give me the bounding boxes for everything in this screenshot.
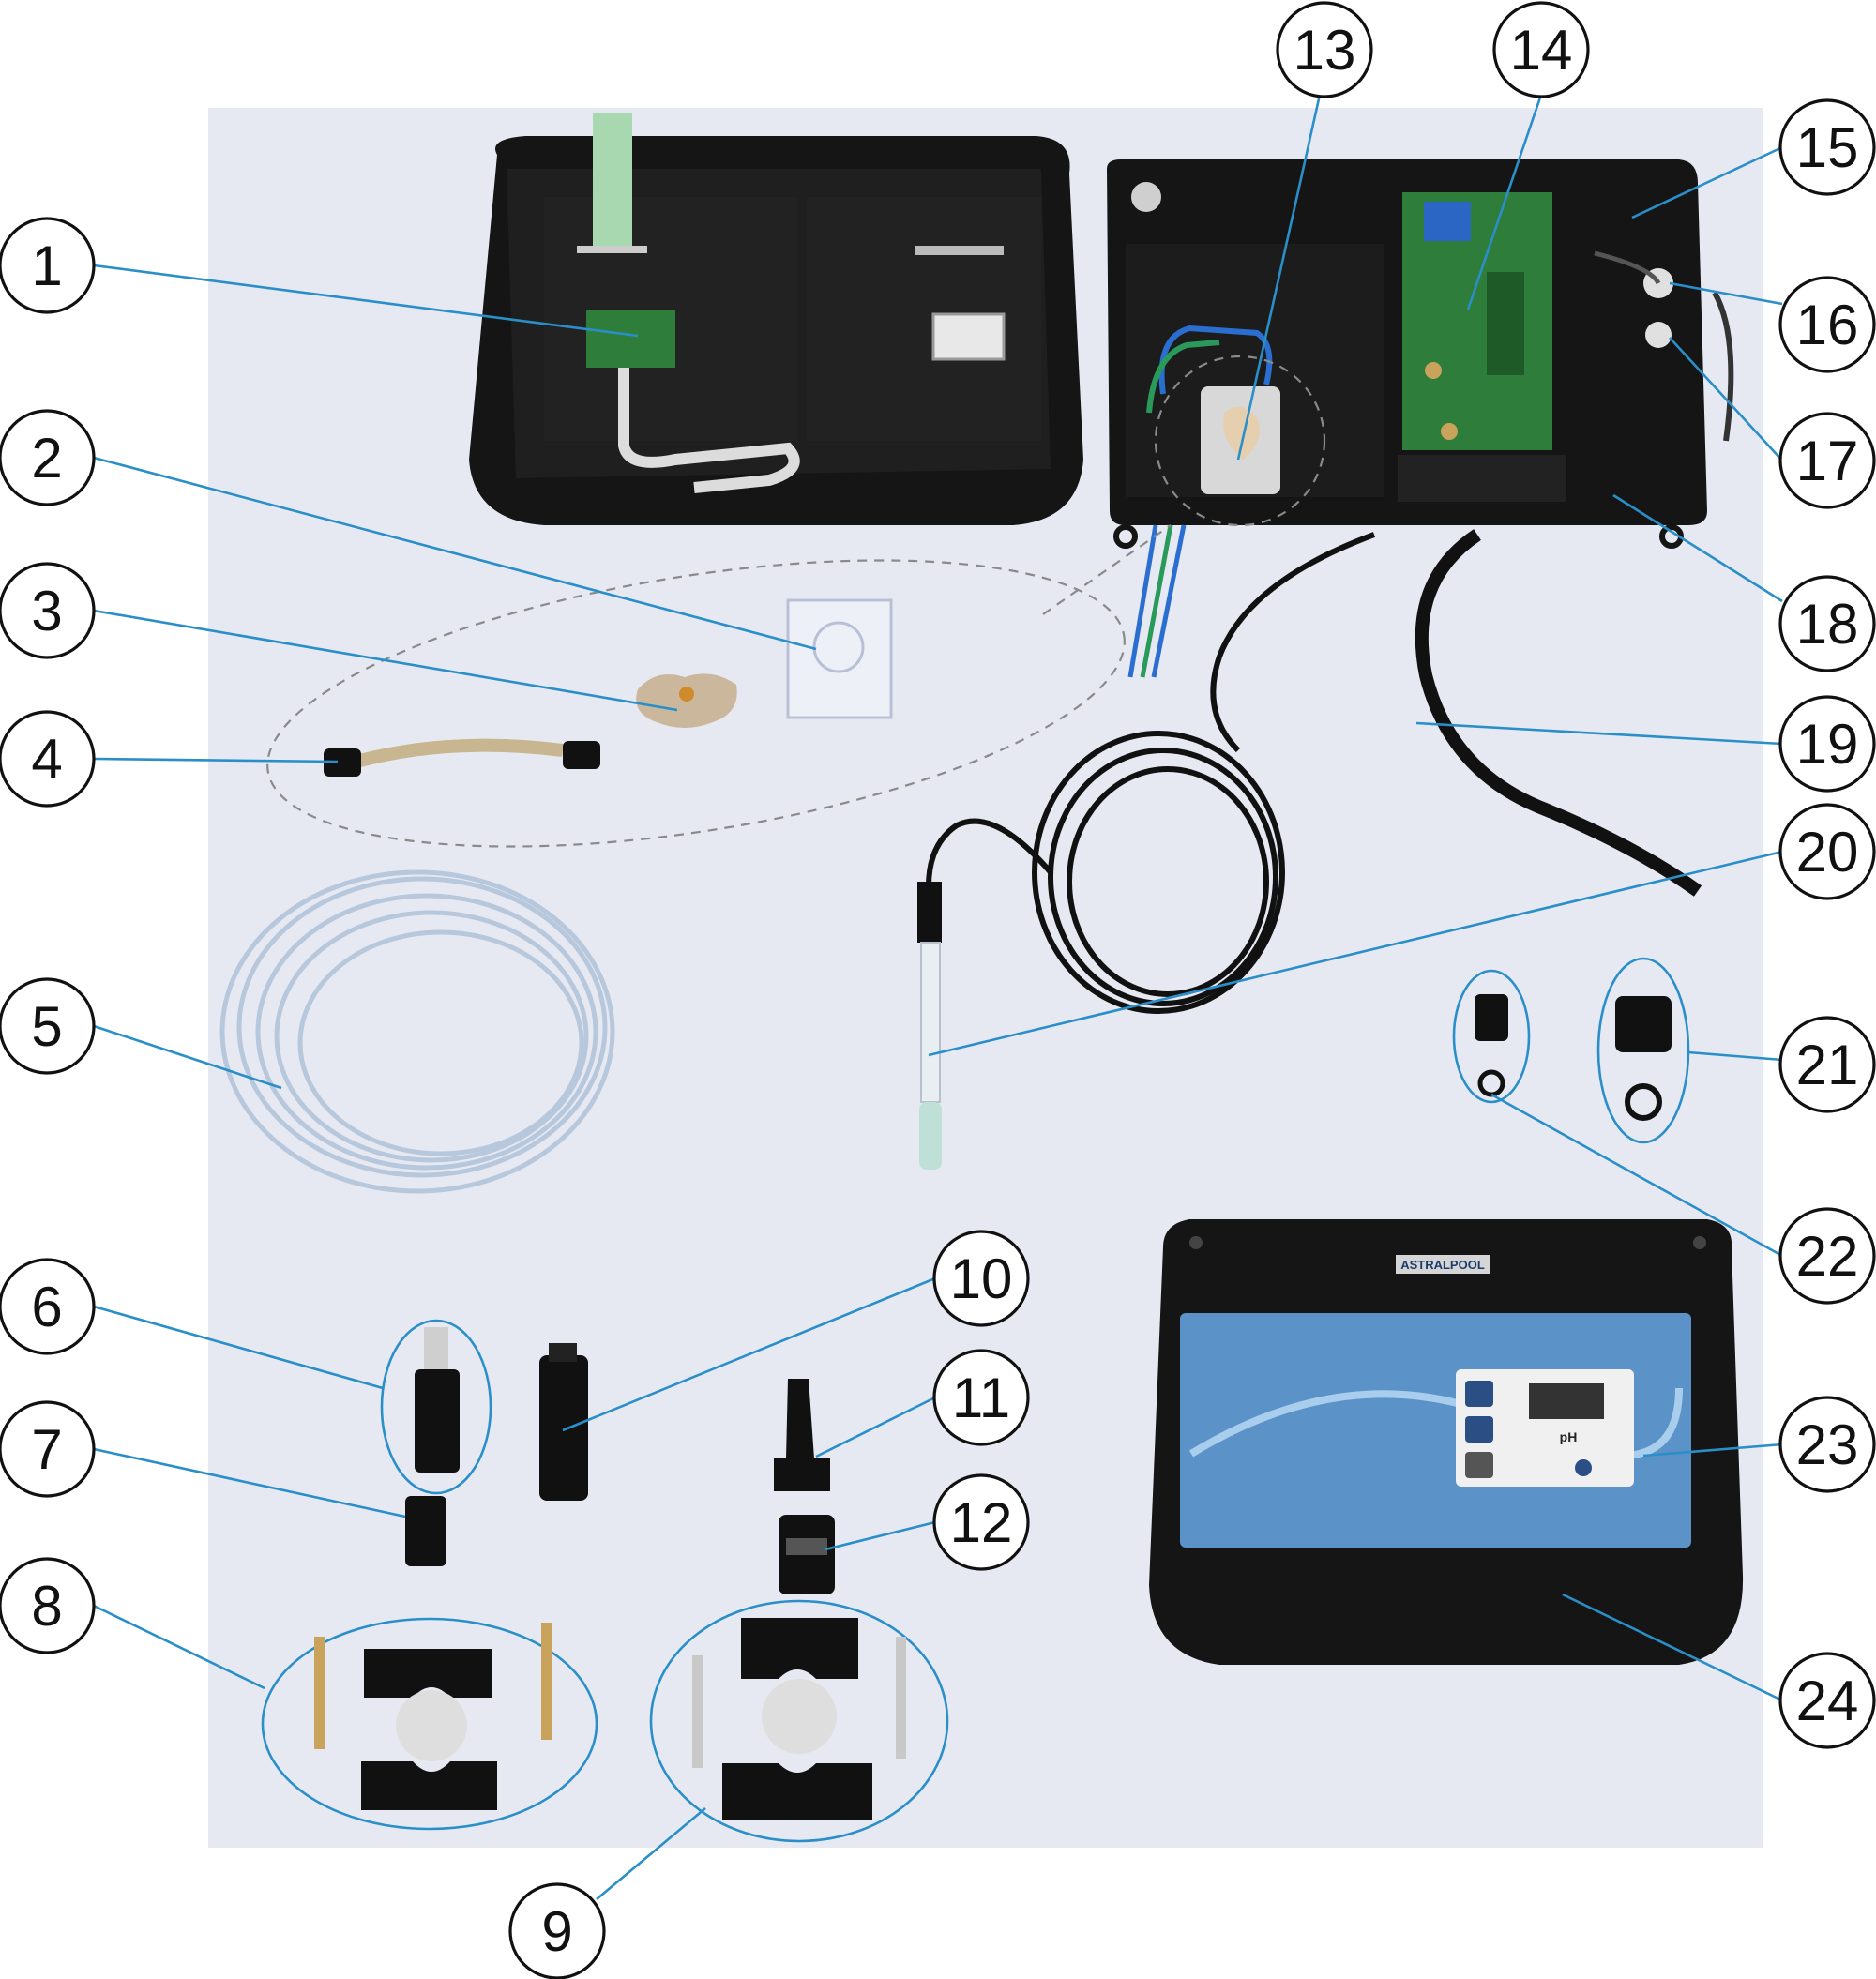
rear-cover bbox=[469, 113, 1083, 525]
callout-6: 6 bbox=[0, 1258, 96, 1355]
pump-kit bbox=[266, 524, 1172, 848]
pump-kit-ring bbox=[266, 559, 1126, 848]
connector-nut bbox=[405, 1496, 446, 1566]
glands-small bbox=[1452, 969, 1531, 1104]
svg-text:6: 6 bbox=[31, 1276, 62, 1338]
callout-22: 22 bbox=[1778, 1207, 1876, 1305]
svg-text:8: 8 bbox=[31, 1575, 62, 1638]
callout-23: 23 bbox=[1778, 1396, 1876, 1493]
main-housing-open bbox=[1107, 159, 1734, 678]
pump-tube bbox=[355, 738, 564, 768]
foot-valve bbox=[539, 1355, 588, 1501]
brand-logo: ASTRALPOOL bbox=[1400, 1258, 1485, 1272]
svg-text:7: 7 bbox=[31, 1418, 62, 1481]
ph-probe bbox=[917, 532, 1376, 1170]
svg-text:4: 4 bbox=[31, 728, 62, 791]
svg-text:12: 12 bbox=[950, 1491, 1013, 1554]
svg-text:10: 10 bbox=[950, 1247, 1013, 1310]
up-button[interactable] bbox=[1465, 1381, 1493, 1407]
callout-17: 17 bbox=[1778, 412, 1876, 509]
svg-text:20: 20 bbox=[1796, 821, 1859, 884]
svg-text:24: 24 bbox=[1796, 1669, 1859, 1732]
svg-text:23: 23 bbox=[1796, 1413, 1859, 1476]
callout-3: 3 bbox=[0, 562, 96, 659]
svg-text:22: 22 bbox=[1796, 1225, 1859, 1288]
power-cable bbox=[1415, 529, 1702, 897]
glands-large bbox=[1596, 957, 1690, 1144]
svg-text:18: 18 bbox=[1796, 593, 1859, 656]
down-button[interactable] bbox=[1465, 1416, 1493, 1443]
svg-text:13: 13 bbox=[1294, 19, 1356, 82]
callout-15: 15 bbox=[1778, 98, 1876, 196]
svg-text:3: 3 bbox=[31, 580, 62, 642]
callout-19: 19 bbox=[1778, 695, 1876, 793]
adapters bbox=[774, 1379, 835, 1594]
probe-glass-body bbox=[920, 942, 941, 1103]
keypad-board bbox=[586, 310, 675, 368]
callout-24: 24 bbox=[1778, 1652, 1876, 1749]
callout-21: 21 bbox=[1778, 1016, 1876, 1113]
callout-1: 1 bbox=[0, 217, 96, 314]
saddle-clamp-right bbox=[649, 1599, 949, 1843]
callout-4: 4 bbox=[0, 710, 96, 808]
ribbon-cable bbox=[593, 113, 632, 253]
pump-highlight-ring bbox=[1154, 355, 1326, 527]
svg-text:14: 14 bbox=[1510, 19, 1573, 82]
svg-text:19: 19 bbox=[1796, 713, 1859, 776]
pump-cover bbox=[786, 598, 893, 719]
svg-text:17: 17 bbox=[1796, 430, 1859, 492]
status-led bbox=[1575, 1459, 1592, 1476]
callout-10: 10 bbox=[932, 1230, 1030, 1327]
injection-valve-body bbox=[415, 1369, 460, 1473]
callout-2: 2 bbox=[0, 409, 96, 506]
controller-unit: ASTRALPOOL pH bbox=[1149, 1219, 1744, 1665]
fitting-group-ring bbox=[380, 1319, 492, 1495]
callout-7: 7 bbox=[0, 1400, 96, 1498]
callout-9: 9 bbox=[508, 1882, 606, 1979]
fittings bbox=[380, 1319, 588, 1566]
svg-text:5: 5 bbox=[31, 995, 62, 1058]
ph-display-label: pH bbox=[1560, 1429, 1578, 1444]
callout-14: 14 bbox=[1492, 1, 1590, 98]
saddle-clamp-left bbox=[261, 1617, 598, 1831]
injection-valve-tip bbox=[424, 1327, 448, 1369]
callout-20: 20 bbox=[1778, 803, 1876, 900]
callout-8: 8 bbox=[0, 1557, 96, 1654]
callout-5: 5 bbox=[0, 977, 96, 1075]
cable-gland-small bbox=[1645, 322, 1672, 348]
svg-text:15: 15 bbox=[1796, 116, 1859, 179]
svg-text:2: 2 bbox=[31, 427, 62, 490]
lcd-display bbox=[1529, 1383, 1604, 1419]
svg-text:1: 1 bbox=[31, 234, 62, 297]
callout-18: 18 bbox=[1778, 575, 1876, 672]
callout-lines bbox=[93, 94, 1783, 1900]
svg-text:21: 21 bbox=[1796, 1034, 1859, 1096]
svg-text:11: 11 bbox=[952, 1367, 1010, 1429]
callout-11: 11 bbox=[932, 1349, 1030, 1446]
callout-16: 16 bbox=[1778, 276, 1876, 373]
menu-button[interactable] bbox=[1465, 1452, 1493, 1478]
svg-text:9: 9 bbox=[541, 1900, 572, 1963]
svg-text:16: 16 bbox=[1796, 294, 1859, 356]
callout-13: 13 bbox=[1276, 1, 1373, 98]
callout-12: 12 bbox=[932, 1473, 1030, 1571]
adapter-cap bbox=[774, 1379, 830, 1491]
coiled-tube bbox=[219, 869, 615, 1194]
